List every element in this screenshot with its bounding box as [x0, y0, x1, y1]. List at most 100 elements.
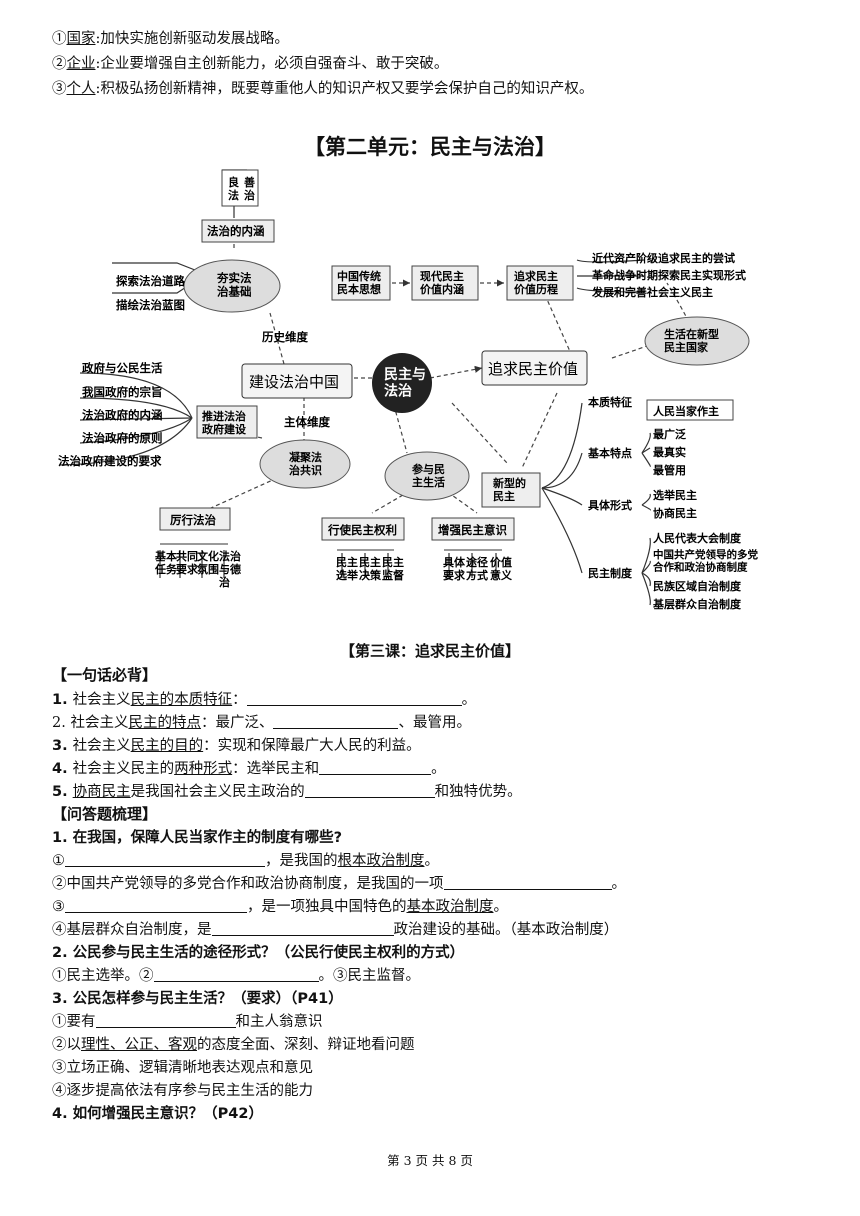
zengqiang-label: 增强民主意识: [438, 523, 507, 537]
line-number: 2.: [52, 715, 71, 731]
q3-line-2: ②以理性、公正、客观的态度全面、深刻、辩证地看问题: [52, 1033, 415, 1054]
q3-line-3: ③立场正确、逻辑清晰地表达观点和意见: [52, 1060, 313, 1076]
line-text: 的态度全面、深刻、辩证地看问题: [197, 1037, 415, 1053]
tuijin-label: 推进法治政府建设: [202, 409, 247, 436]
underlined-keyword: 根本政治制度: [337, 853, 425, 869]
line-text: 是我国社会主义民主政治的: [130, 784, 305, 800]
zengqiang-item-3: 价值意义: [490, 555, 513, 582]
top-line-2: ②企业:企业要增强自主创新能力，必须自强奋斗、敢于突破。: [52, 52, 448, 73]
gov-item-2: 我国政府的宗旨: [82, 385, 163, 399]
line-text: ：实现和保障最广大人民的利益。: [203, 738, 421, 754]
chuantong-box: [331, 265, 391, 301]
lixing-label: 厉行法治: [170, 513, 216, 527]
section-recite-heading: 【一句话必背】: [52, 666, 158, 684]
xingshi-item-2: 民主决策: [359, 555, 382, 582]
underlined-keyword: 企业: [66, 56, 96, 72]
lixing-item-3: 文化氛围: [197, 549, 219, 576]
zhuiqiu-box: [506, 265, 574, 301]
answer-blank[interactable]: [319, 760, 432, 775]
tedian-item-1: 最广泛: [653, 427, 686, 441]
center-node: [372, 353, 432, 413]
q2-line: ①民主选举。②。③民主监督。: [52, 964, 420, 985]
recite-line-4: 4. 社会主义民主的两种形式：选举民主和。: [52, 757, 446, 778]
q3-line-4: ④逐步提高依法有序参与民主生活的能力: [52, 1083, 313, 1099]
gov-item-5: 法治政府建设的要求: [58, 454, 162, 468]
recite-line-1: 1. 社会主义民主的本质特征：。: [52, 688, 476, 709]
answer-blank[interactable]: [273, 714, 399, 729]
zhuti-weidu-label: 主体维度: [284, 415, 330, 429]
answer-blank[interactable]: [153, 967, 319, 982]
line-text: ①要有: [52, 1014, 96, 1030]
line-text: 和主人翁意识: [235, 1014, 323, 1030]
page-footer: 第 3 页 共 8 页: [387, 1153, 473, 1168]
top-line-1: ①国家:加快实施创新驱动发展战略。: [52, 27, 289, 48]
line-number: 3.: [52, 738, 73, 754]
tansuo-label: 探索法治道路: [116, 274, 185, 288]
xingshi2-label: 具体形式: [588, 498, 632, 512]
xingshi2-item-2: 协商民主: [653, 506, 697, 520]
lesson-title: 【第三课：追求民主价值】: [339, 642, 520, 660]
benzhi-item: 人民当家作主: [653, 404, 719, 418]
line-number: ①: [52, 853, 65, 869]
answer-blank[interactable]: [65, 898, 247, 913]
line-text: 。: [611, 876, 627, 892]
line-text: 和独特优势。: [434, 784, 522, 800]
line-text: 、最管用。: [398, 715, 471, 731]
recite-line-3: 3. 社会主义民主的目的：实现和保障最广大人民的利益。: [52, 734, 421, 755]
underlined-keyword: 民主的目的: [130, 738, 204, 754]
xingshi-box: [321, 517, 405, 541]
gov-item-1: 政府与公民生活: [82, 361, 163, 375]
line-number: ③: [52, 899, 65, 915]
shanzhi-label: 善治: [244, 175, 255, 202]
answer-blank[interactable]: [95, 1013, 236, 1028]
underlined-keyword: 个人: [66, 81, 96, 97]
zhidu-item-2: 中国共产党领导的多党合作和政治协商制度: [652, 548, 758, 573]
answer-blank[interactable]: [211, 921, 394, 936]
answer-blank[interactable]: [65, 852, 265, 867]
right-main-node: [481, 350, 588, 386]
underlined-keyword: 民主的本质特征: [130, 692, 233, 708]
lixing-item-1: 基本任务: [154, 549, 178, 576]
underlined-keyword: 民主的特点: [128, 715, 201, 731]
line-text: ①民主选举。②: [52, 968, 154, 984]
hangshi-cloud: [183, 259, 281, 313]
zengqiang-box: [431, 517, 515, 541]
licheng-item-2: 革命战争时期探索民主实现形式: [592, 268, 746, 282]
miaohui-label: 描绘法治蓝图: [116, 298, 185, 312]
neihan-box: [201, 219, 275, 243]
q3-line-1: ①要有 和主人翁意识: [52, 1010, 323, 1031]
gov-item-4: 法治政府的原则: [82, 431, 163, 445]
q1-line-1: ①，是我国的根本政治制度。: [52, 849, 439, 870]
ningju-label: 凝聚法治共识: [289, 450, 322, 477]
line-number: ①: [52, 31, 67, 47]
unit-title: 【第二单元：民主与法治】: [304, 135, 556, 159]
line-number: 1.: [52, 692, 73, 708]
top-line-3: ③个人:积极弘扬创新精神，既要尊重他人的知识产权又要学会保护自己的知识产权。: [52, 77, 593, 98]
line-text: 。: [424, 853, 440, 869]
question-4: 4. 如何增强民主意识？（P42）: [52, 1106, 263, 1122]
answer-blank[interactable]: [304, 783, 435, 798]
q1-line-4: ④基层群众自治制度，是政治建设的基础。（基本政治制度）: [52, 918, 618, 939]
line-number: 4.: [52, 761, 73, 777]
left-main-label: 建设法治中国: [249, 373, 339, 391]
section-qa-heading: 【问答题梳理】: [52, 805, 158, 823]
chuantong-label: 中国传统民本思想: [337, 269, 381, 296]
underlined-keyword: 理性、公正、客观: [81, 1037, 197, 1053]
licheng-item-3: 发展和完善社会主义民主: [591, 285, 713, 299]
hangshi-label: 夯实法治基础: [216, 271, 252, 299]
tedian-item-2: 最真实: [653, 445, 686, 459]
answer-blank[interactable]: [443, 875, 612, 890]
xingshi2-item-1: 选举民主: [653, 488, 697, 502]
answer-blank[interactable]: [246, 691, 462, 706]
line-text: ：最广泛、: [200, 715, 274, 731]
line-text: :加快实施创新驱动发展战略。: [95, 31, 289, 47]
tedian-item-3: 最管用: [653, 463, 686, 477]
line-text: :企业要增强自主创新能力，必须自强奋斗、敢于突破。: [95, 56, 449, 72]
question-1: 1. 在我国，保障人民当家作主的制度有哪些?: [52, 830, 343, 846]
xiandai-box: [411, 265, 479, 301]
gov-item-3: 法治政府的内涵: [82, 408, 163, 422]
tuijin-box: [196, 405, 258, 439]
zhidu-item-4: 基层群众自治制度: [652, 597, 742, 611]
zhuiqiu-label: 追求民主价值历程: [514, 269, 558, 296]
line-text: 社会主义: [70, 715, 129, 731]
